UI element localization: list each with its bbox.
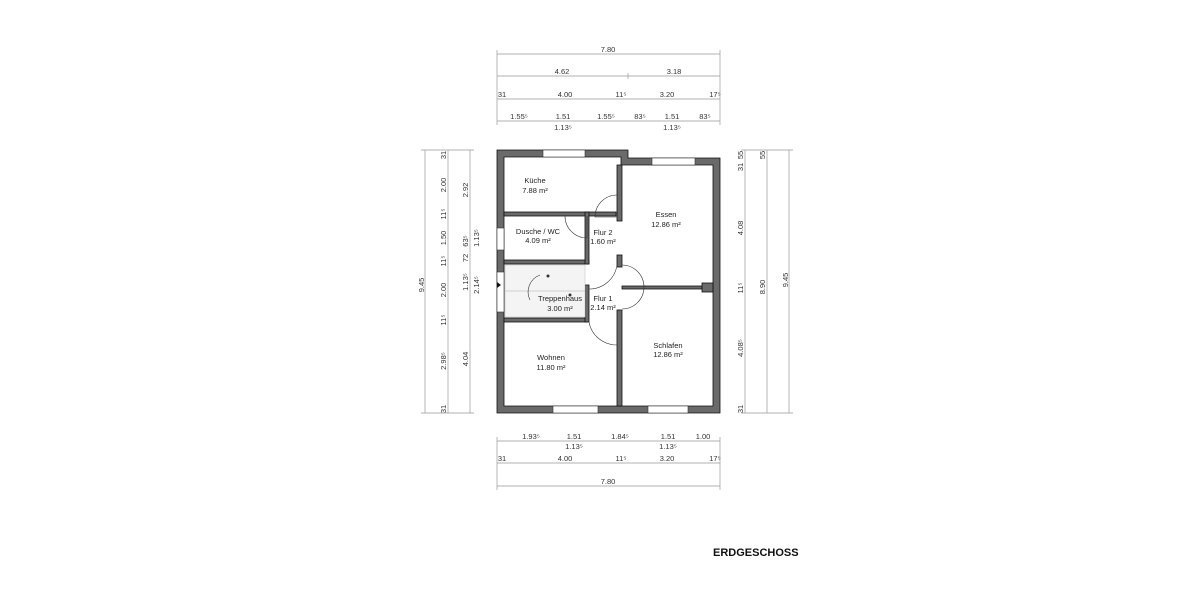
svg-text:11⁵: 11⁵ bbox=[439, 209, 448, 220]
svg-text:1.51: 1.51 bbox=[556, 112, 571, 121]
svg-text:3.20: 3.20 bbox=[660, 90, 675, 99]
svg-text:2.14 m²: 2.14 m² bbox=[590, 303, 616, 312]
svg-text:31: 31 bbox=[498, 90, 506, 99]
room-kueche: Küche 7.88 m² bbox=[522, 176, 548, 195]
svg-text:1.13⁵: 1.13⁵ bbox=[461, 273, 470, 291]
svg-text:83⁵: 83⁵ bbox=[699, 112, 710, 121]
svg-text:1.13⁵: 1.13⁵ bbox=[663, 123, 681, 132]
svg-text:7.88 m²: 7.88 m² bbox=[522, 186, 548, 195]
exterior-walls bbox=[496, 149, 721, 414]
room-treppenhaus: Treppenhaus 3.00 m² bbox=[538, 294, 582, 313]
svg-text:Flur 2: Flur 2 bbox=[593, 228, 612, 237]
svg-text:1.51: 1.51 bbox=[567, 432, 582, 441]
svg-text:11.80 m²: 11.80 m² bbox=[536, 363, 566, 372]
svg-text:2.92: 2.92 bbox=[461, 183, 470, 198]
svg-text:8.90: 8.90 bbox=[758, 280, 767, 295]
svg-text:4.09 m²: 4.09 m² bbox=[525, 236, 551, 245]
svg-text:Küche: Küche bbox=[524, 176, 545, 185]
dimensions-bottom: 1.93⁵ 1.51 1.84⁵ 1.51 1.00 1.13⁵ 1.13⁵ 3… bbox=[496, 432, 721, 490]
svg-text:83⁵: 83⁵ bbox=[634, 112, 645, 121]
floor-title: ERDGESCHOSS bbox=[713, 547, 799, 559]
svg-text:11⁵: 11⁵ bbox=[616, 454, 627, 463]
svg-text:12.86 m²: 12.86 m² bbox=[651, 220, 681, 229]
room-flur2: Flur 2 1.60 m² bbox=[590, 228, 616, 246]
svg-text:11⁵: 11⁵ bbox=[616, 90, 627, 99]
svg-text:4.00: 4.00 bbox=[558, 454, 573, 463]
svg-text:4.62: 4.62 bbox=[555, 67, 570, 76]
svg-text:2.14⁵: 2.14⁵ bbox=[472, 276, 481, 294]
svg-text:12.86 m²: 12.86 m² bbox=[653, 350, 683, 359]
svg-text:1.13⁵: 1.13⁵ bbox=[472, 229, 481, 247]
svg-text:72: 72 bbox=[461, 254, 470, 262]
svg-text:Treppenhaus: Treppenhaus bbox=[538, 294, 582, 303]
svg-text:31: 31 bbox=[439, 151, 448, 159]
svg-text:2.98⁵: 2.98⁵ bbox=[439, 352, 448, 370]
svg-text:9.45: 9.45 bbox=[781, 273, 790, 288]
svg-text:4.00: 4.00 bbox=[558, 90, 573, 99]
svg-text:55: 55 bbox=[758, 151, 767, 159]
svg-text:17⁵: 17⁵ bbox=[709, 454, 720, 463]
svg-text:63⁵: 63⁵ bbox=[461, 235, 470, 246]
svg-text:Wohnen: Wohnen bbox=[537, 353, 565, 362]
svg-text:1.13⁵: 1.13⁵ bbox=[659, 442, 677, 451]
svg-text:3.20: 3.20 bbox=[660, 454, 675, 463]
svg-text:17⁵: 17⁵ bbox=[709, 90, 720, 99]
room-flur1: Flur 1 2.14 m² bbox=[590, 294, 616, 312]
svg-text:3.00 m²: 3.00 m² bbox=[547, 304, 573, 313]
svg-text:Schlafen: Schlafen bbox=[653, 341, 682, 350]
dimensions-left: 9.45 31 2.00 11⁵ 1.50 11⁵ 2.00 11⁵ 2.98⁵… bbox=[417, 149, 481, 414]
svg-text:55: 55 bbox=[736, 151, 745, 159]
svg-text:31: 31 bbox=[736, 405, 745, 413]
svg-text:1.55⁵: 1.55⁵ bbox=[510, 112, 528, 121]
room-wohnen: Wohnen 11.80 m² bbox=[536, 353, 566, 372]
dimensions-right: 55 31 4.08 11⁵ 4.08⁵ 31 55 8.90 9.45 bbox=[736, 149, 793, 414]
svg-text:31: 31 bbox=[498, 454, 506, 463]
svg-text:Essen: Essen bbox=[656, 210, 677, 219]
svg-text:1.13⁵: 1.13⁵ bbox=[565, 442, 583, 451]
svg-text:31: 31 bbox=[439, 405, 448, 413]
room-schlafen: Schlafen 12.86 m² bbox=[653, 341, 683, 359]
svg-text:1.55⁵: 1.55⁵ bbox=[597, 112, 615, 121]
svg-text:11⁵: 11⁵ bbox=[439, 315, 448, 326]
svg-text:1.00: 1.00 bbox=[696, 432, 711, 441]
svg-text:7.80: 7.80 bbox=[601, 45, 616, 54]
svg-text:4.08: 4.08 bbox=[736, 221, 745, 236]
svg-text:7.80: 7.80 bbox=[601, 477, 616, 486]
svg-text:1.84⁵: 1.84⁵ bbox=[611, 432, 629, 441]
svg-text:9.45: 9.45 bbox=[417, 278, 426, 293]
svg-text:1.51: 1.51 bbox=[661, 432, 676, 441]
svg-text:2.00: 2.00 bbox=[439, 178, 448, 193]
svg-text:31: 31 bbox=[736, 163, 745, 171]
svg-text:11⁵: 11⁵ bbox=[736, 283, 745, 294]
room-dusche: Dusche / WC 4.09 m² bbox=[516, 227, 561, 245]
svg-text:1.93⁵: 1.93⁵ bbox=[522, 432, 540, 441]
dimensions-top: 7.80 4.62 3.18 31 4.00 11⁵ 3.20 17⁵ 1.55… bbox=[496, 45, 721, 132]
svg-text:1.13⁵: 1.13⁵ bbox=[554, 123, 572, 132]
doors bbox=[564, 194, 645, 346]
svg-text:3.18: 3.18 bbox=[667, 67, 682, 76]
entrance-arrow-icon bbox=[497, 282, 501, 288]
staircase bbox=[497, 264, 586, 318]
svg-text:4.04: 4.04 bbox=[461, 352, 470, 367]
svg-text:Flur 1: Flur 1 bbox=[593, 294, 612, 303]
svg-text:1.51: 1.51 bbox=[665, 112, 680, 121]
svg-text:2.00: 2.00 bbox=[439, 283, 448, 298]
svg-text:11⁵: 11⁵ bbox=[439, 256, 448, 267]
svg-text:1.60 m²: 1.60 m² bbox=[590, 237, 616, 246]
svg-text:4.08⁵: 4.08⁵ bbox=[736, 339, 745, 357]
room-essen: Essen 12.86 m² bbox=[651, 210, 681, 229]
windows bbox=[496, 149, 696, 414]
svg-text:1.50: 1.50 bbox=[439, 231, 448, 246]
svg-text:Dusche / WC: Dusche / WC bbox=[516, 227, 561, 236]
